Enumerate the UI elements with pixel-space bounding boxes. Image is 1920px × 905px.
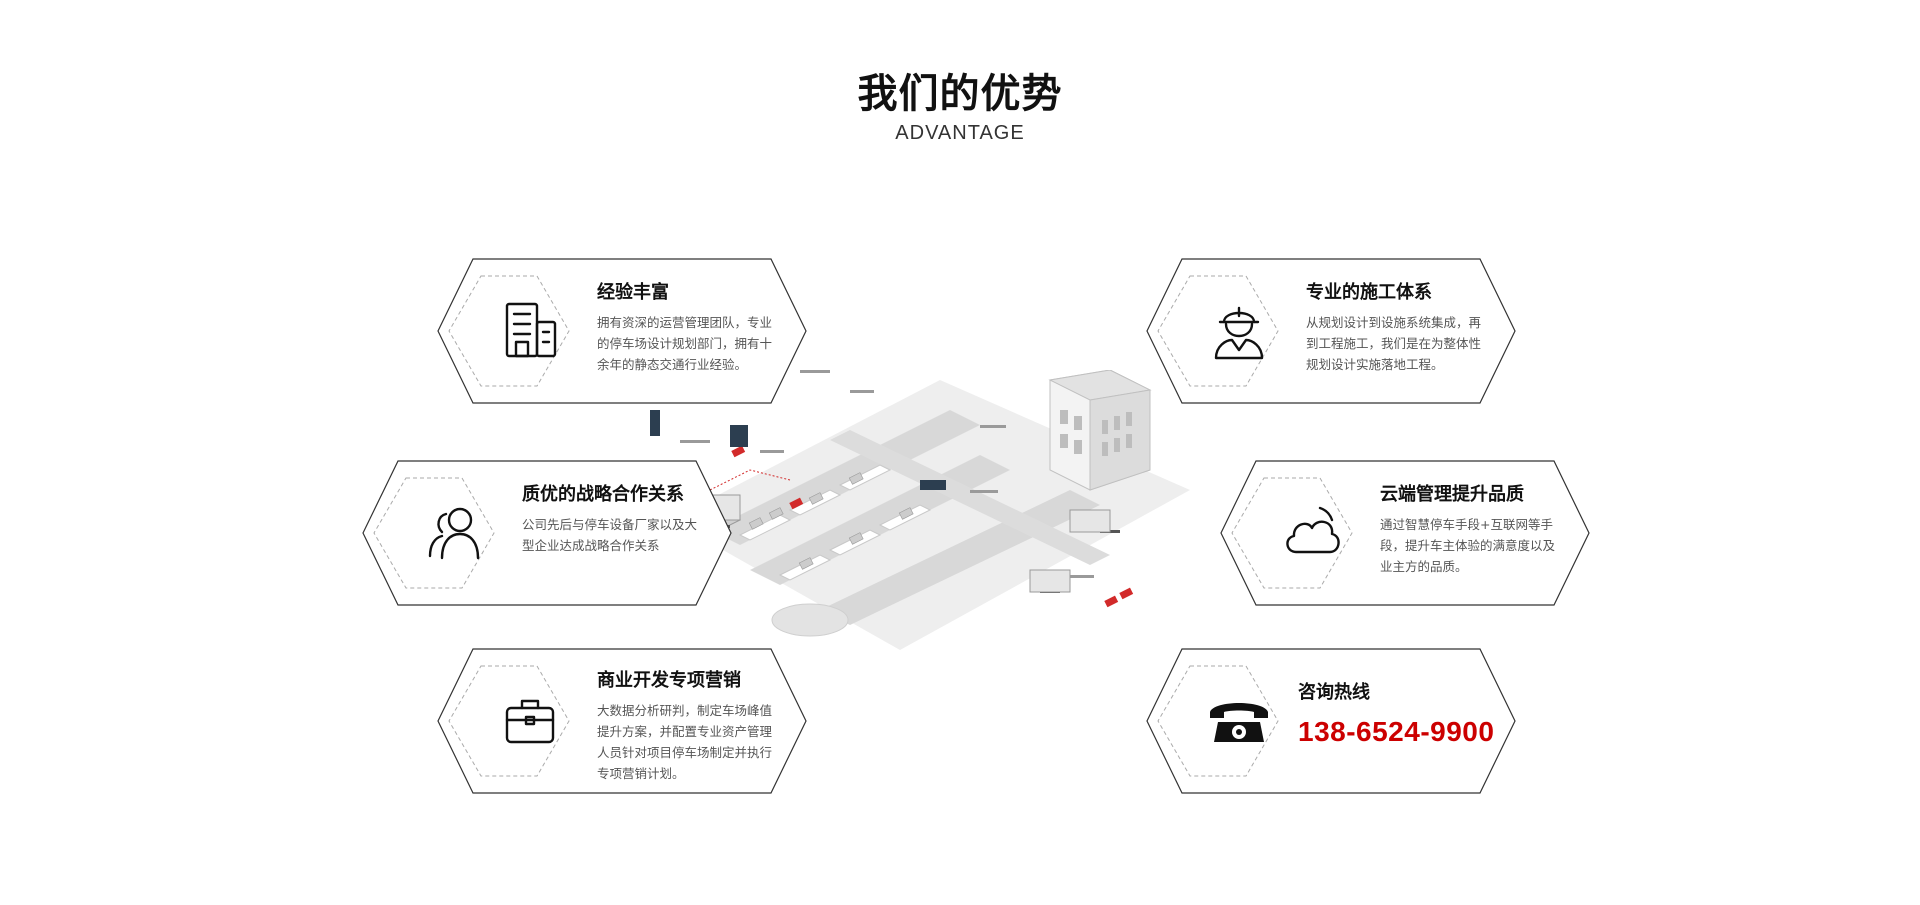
card-text: 商业开发专项营销 大数据分析研判，制定车场峰值提升方案，并配置专业资产管理人员针…: [597, 668, 783, 784]
card-description: 大数据分析研判，制定车场峰值提升方案，并配置专业资产管理人员针对项目停车场制定并…: [597, 703, 773, 781]
card-text: 咨询热线 138-6524-9900: [1298, 680, 1508, 752]
hexagon-frame: [362, 460, 732, 606]
card-cloud: 云端管理提升品质 通过智慧停车手段+互联网等手段，提升车主体验的满意度以及业主方…: [1220, 460, 1590, 606]
card-title: 专业的施工体系: [1306, 282, 1432, 303]
cloud-icon: [1286, 506, 1340, 554]
card-description: 通过智慧停车手段+互联网等手段，提升车主体验的满意度以及业主方的品质。: [1380, 517, 1556, 574]
section-heading: 我们的优势 ADVANTAGE: [0, 68, 1920, 145]
card-experience: 经验丰富 拥有资深的运营管理团队，专业的停车场设计规划部门，拥有十余年的静态交通…: [437, 258, 807, 404]
card-description: 公司先后与停车设备厂家以及大型企业达成战略合作关系: [522, 517, 698, 553]
card-title: 经验丰富: [597, 282, 669, 303]
hexagon-frame: [437, 648, 807, 794]
card-title: 质优的战略合作关系: [522, 484, 684, 505]
briefcase-icon: [505, 699, 555, 744]
card-text: 质优的战略合作关系 公司先后与停车设备厂家以及大型企业达成战略合作关系: [522, 482, 708, 556]
card-text: 云端管理提升品质 通过智慧停车手段+互联网等手段，提升车主体验的满意度以及业主方…: [1380, 482, 1566, 577]
card-marketing: 商业开发专项营销 大数据分析研判，制定车场峰值提升方案，并配置专业资产管理人员针…: [437, 648, 807, 794]
section-title: 我们的优势: [857, 71, 1063, 117]
telephone-icon: [1210, 703, 1268, 742]
hotline-phone-number[interactable]: 138-6524-9900: [1298, 716, 1495, 747]
card-partnership: 质优的战略合作关系 公司先后与停车设备厂家以及大型企业达成战略合作关系: [362, 460, 732, 606]
card-construction: 专业的施工体系 从规划设计到设施系统集成，再到工程施工，我们是在为整体性规划设计…: [1146, 258, 1516, 404]
hexagon-frame: [1146, 648, 1516, 794]
card-hotline[interactable]: 咨询热线 138-6524-9900: [1146, 648, 1516, 794]
card-description: 从规划设计到设施系统集成，再到工程施工，我们是在为整体性规划设计实施落地工程。: [1306, 315, 1482, 372]
worker-icon: [1214, 306, 1264, 360]
hexagon-frame: [1220, 460, 1590, 606]
card-title: 咨询热线: [1298, 682, 1370, 703]
card-title: 商业开发专项营销: [597, 670, 741, 691]
users-icon: [428, 507, 480, 560]
parking-lot-illustration: [650, 370, 1190, 650]
hexagon-frame: [437, 258, 807, 404]
section-subtitle: ADVANTAGE: [895, 122, 1025, 144]
building-icon: [505, 302, 557, 358]
card-text: 经验丰富 拥有资深的运营管理团队，专业的停车场设计规划部门，拥有十余年的静态交通…: [597, 280, 783, 375]
card-text: 专业的施工体系 从规划设计到设施系统集成，再到工程施工，我们是在为整体性规划设计…: [1306, 280, 1492, 375]
hexagon-frame: [1146, 258, 1516, 404]
card-description: 拥有资深的运营管理团队，专业的停车场设计规划部门，拥有十余年的静态交通行业经验。: [597, 315, 773, 372]
card-title: 云端管理提升品质: [1380, 484, 1524, 505]
